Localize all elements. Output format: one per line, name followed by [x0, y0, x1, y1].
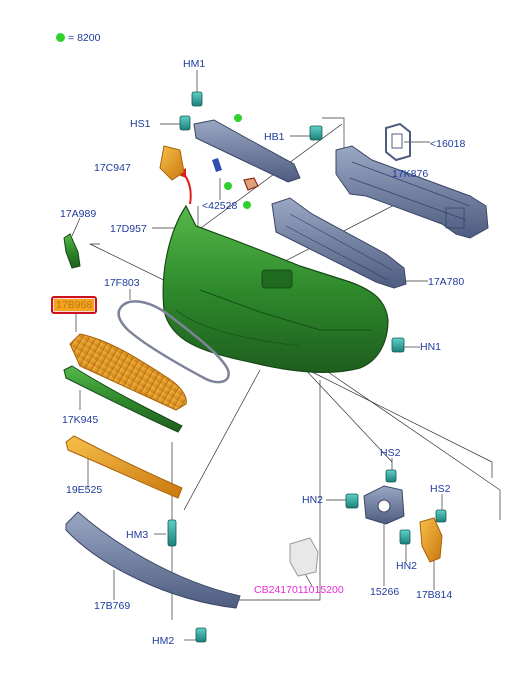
label-hm1: HM1 [183, 58, 206, 70]
lower-spoiler [65, 511, 241, 609]
label-17f803: 17F803 [104, 277, 140, 289]
label-hs2-b: HS2 [430, 483, 451, 495]
green-dot-icon [56, 33, 65, 42]
label-17b814: 17B814 [416, 589, 453, 601]
energy-absorber [271, 197, 407, 289]
label-hn2-a: HN2 [302, 494, 324, 506]
label-hs1: HS1 [130, 118, 151, 130]
label-17c947: 17C947 [94, 162, 131, 174]
lower-trim [65, 435, 183, 499]
upper-cover [193, 114, 301, 209]
legend-symbol: = [68, 32, 75, 44]
label-15266: 15266 [370, 586, 400, 598]
label-17d957: 17D957 [110, 223, 147, 235]
reinforcement-beam [335, 145, 489, 239]
label-cb: CB2417011015200 [254, 584, 344, 596]
label-17a989: 17A989 [60, 208, 97, 220]
side-deflector [63, 233, 81, 269]
label-42528: <42528 [202, 200, 238, 212]
fasteners [167, 91, 447, 643]
label-hm3: HM3 [126, 529, 149, 541]
label-hs2-a: HS2 [380, 447, 401, 459]
legend: = 8200 [56, 32, 100, 44]
label-17a780: 17A780 [428, 276, 465, 288]
label-hn1: HN1 [420, 341, 442, 353]
label-hm2: HM2 [152, 635, 175, 647]
trim-strip [63, 365, 183, 433]
lower-grille [69, 333, 187, 411]
bumper-cover [162, 204, 389, 373]
legend-value: 8200 [77, 32, 101, 44]
label-17b769: 17B769 [94, 600, 131, 612]
label-17b968-highlighted: 17B968 [51, 296, 98, 314]
bezel-15266 [363, 485, 405, 525]
label-hn2-b: HN2 [396, 560, 418, 572]
grille-frame [117, 300, 230, 384]
label-16018: <16018 [430, 138, 466, 150]
bracket-16018 [385, 122, 411, 162]
label-17k945: 17K945 [62, 414, 99, 426]
bracket-17c947 [159, 145, 185, 181]
part-cb [289, 537, 319, 577]
label-hb1: HB1 [264, 131, 285, 143]
label-17k876: 17K876 [392, 168, 429, 180]
bracket-17b814 [419, 517, 443, 563]
label-19e525: 19E525 [66, 484, 103, 496]
